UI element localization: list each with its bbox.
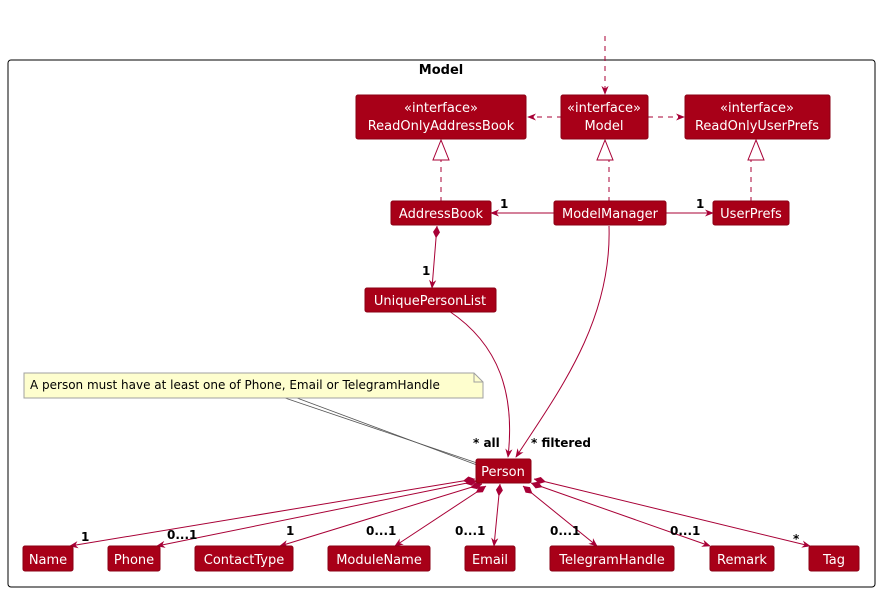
class-name: ContactType xyxy=(204,553,284,568)
class-model[interactable]: «interface» Model xyxy=(560,94,649,140)
mult-phone: 0...1 xyxy=(167,528,197,542)
mult-person-filtered: * filtered xyxy=(531,436,591,450)
realization-addressbook xyxy=(432,138,450,202)
class-name: Person xyxy=(481,465,525,480)
class-stereotype: «interface» xyxy=(404,101,478,116)
class-name: ReadOnlyUserPrefs xyxy=(695,119,819,134)
class-telegramhandle[interactable]: TelegramHandle xyxy=(549,545,675,572)
mult-ab: 1 xyxy=(500,197,508,211)
class-tag[interactable]: Tag xyxy=(808,545,860,572)
class-name: UniquePersonList xyxy=(374,294,486,309)
class-userprefs[interactable]: UserPrefs xyxy=(712,200,790,226)
assoc-mm-person xyxy=(515,225,610,458)
comp-person-tag xyxy=(533,477,811,548)
mult-up: 1 xyxy=(696,197,704,211)
comp-person-email xyxy=(491,483,503,547)
class-name: ReadOnlyAddressBook xyxy=(368,119,515,134)
class-name: Remark xyxy=(717,553,767,568)
comp-ab-upl xyxy=(429,225,440,289)
mult-upl: 1 xyxy=(422,264,430,278)
mult-telegram: 0...1 xyxy=(550,524,580,538)
model-package: Model xyxy=(7,59,876,588)
class-remark[interactable]: Remark xyxy=(709,545,775,572)
class-modulename[interactable]: ModuleName xyxy=(327,545,431,572)
mult-person-all: * all xyxy=(473,436,500,450)
class-addressbook[interactable]: AddressBook xyxy=(390,200,492,226)
class-name: ModelManager xyxy=(562,207,659,222)
mult-remark: 0...1 xyxy=(670,524,700,538)
multiplicity-labels: 1 1 1 * all * filtered 1 0...1 1 0...1 0… xyxy=(81,197,800,546)
mult-email: 0...1 xyxy=(455,524,485,538)
class-person[interactable]: Person xyxy=(475,458,532,484)
class-name: Model xyxy=(584,119,623,134)
comp-person-modulename xyxy=(394,485,487,547)
realization-userprefs xyxy=(747,138,765,202)
mult-name: 1 xyxy=(81,530,89,544)
class-modelmanager[interactable]: ModelManager xyxy=(553,200,667,226)
class-name: Tag xyxy=(822,553,845,568)
note: A person must have at least one of Phone… xyxy=(23,372,484,399)
mult-modulename: 0...1 xyxy=(366,524,396,538)
class-name-field[interactable]: Name xyxy=(22,545,74,572)
class-phone[interactable]: Phone xyxy=(107,545,161,572)
class-email[interactable]: Email xyxy=(464,545,516,572)
class-name: UserPrefs xyxy=(720,207,782,222)
mult-contacttype: 1 xyxy=(286,524,294,538)
class-uniquepersonlist[interactable]: UniquePersonList xyxy=(364,287,497,313)
class-contacttype[interactable]: ContactType xyxy=(194,545,294,572)
assoc-upl-person xyxy=(448,310,513,458)
comp-person-name xyxy=(69,476,476,549)
comp-person-phone xyxy=(156,478,478,548)
class-name: ModuleName xyxy=(336,553,422,568)
person-compositions xyxy=(69,476,811,549)
class-name: TelegramHandle xyxy=(558,553,664,568)
mult-tag: * xyxy=(793,532,800,546)
class-name: Name xyxy=(29,553,67,568)
class-readonlyaddressbook[interactable]: «interface» ReadOnlyAddressBook xyxy=(355,94,527,140)
package-title: Model xyxy=(419,63,463,78)
note-anchor xyxy=(284,397,478,466)
class-readonlyuserprefs[interactable]: «interface» ReadOnlyUserPrefs xyxy=(684,94,831,140)
class-stereotype: «interface» xyxy=(567,101,641,116)
realization-modelmanager xyxy=(596,138,614,202)
class-name: AddressBook xyxy=(399,207,484,222)
class-stereotype: «interface» xyxy=(720,101,794,116)
note-text: A person must have at least one of Phone… xyxy=(30,378,440,392)
class-name: Phone xyxy=(114,553,154,568)
class-name: Email xyxy=(472,553,508,568)
